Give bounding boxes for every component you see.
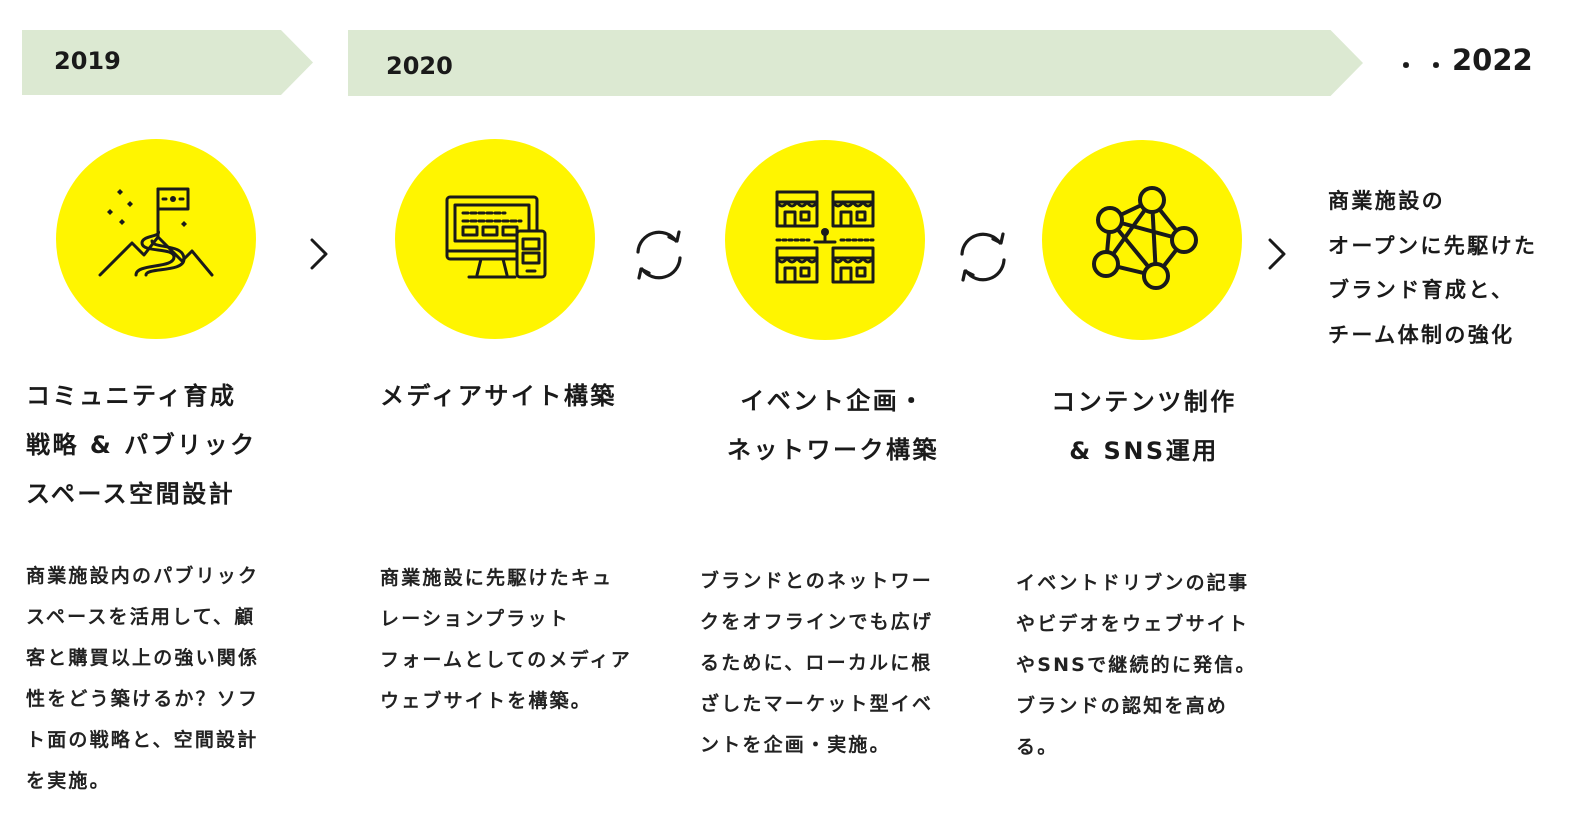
year-label-2019: 2019 bbox=[54, 47, 121, 75]
goal-line: チーム体制の強化 bbox=[1328, 322, 1515, 347]
step-circle-event bbox=[725, 140, 925, 340]
step-description-event: ブランドとのネットワー クをオフラインでも広げ るために、ローカルに根 ざしたマ… bbox=[700, 561, 933, 766]
year-label-2022: 2022 bbox=[1452, 43, 1533, 77]
desc-line: クをオフラインでも広げ bbox=[700, 611, 934, 633]
desc-line: ト面の戦略と、空間設計 bbox=[26, 729, 259, 751]
timeline-banner-2019 bbox=[22, 30, 313, 95]
step-circle-community bbox=[56, 139, 256, 339]
cycle-arrows-icon bbox=[960, 232, 1006, 282]
desc-line: 商業施設に先駆けたキュ bbox=[380, 567, 614, 589]
desc-line: るために、ローカルに根 bbox=[700, 652, 933, 674]
step-description-community: 商業施設内のパブリック スペースを活用して、顧 客と購買以上の強い関係 性をどう… bbox=[26, 556, 259, 802]
step-title-content: コンテンツ制作 & SNS運用 bbox=[1020, 378, 1268, 476]
desc-line: る。 bbox=[1016, 736, 1059, 758]
desc-line: ントを企画・実施。 bbox=[700, 734, 891, 756]
desc-line: ざしたマーケット型イベ bbox=[700, 693, 934, 715]
title-line: イベント企画・ bbox=[740, 387, 926, 415]
step-circle-media bbox=[395, 139, 595, 339]
market-stores-icon bbox=[775, 190, 875, 284]
desc-line: 商業施設内のパブリック bbox=[26, 565, 260, 587]
title-line: 戦略 & パブリック bbox=[26, 431, 257, 459]
step-description-content: イベントドリブンの記事 やビデオをウェブサイト やSNSで継続的に発信。 ブラン… bbox=[1016, 563, 1257, 768]
goal-line: 商業施設の bbox=[1328, 189, 1445, 213]
desc-line: イベントドリブンの記事 bbox=[1016, 572, 1250, 594]
mountain-flag-icon bbox=[98, 187, 214, 277]
title-line: ネットワーク構築 bbox=[727, 436, 939, 464]
desc-line: レーションプラット bbox=[380, 608, 570, 630]
chevron-right-icon bbox=[1268, 238, 1286, 270]
desc-line: やSNSで継続的に発信。 bbox=[1016, 654, 1257, 676]
year-label-2020: 2020 bbox=[386, 52, 453, 80]
desc-line: フォームとしてのメディア bbox=[380, 649, 632, 671]
title-line: スペース空間設計 bbox=[26, 480, 236, 508]
title-line: メディアサイト構築 bbox=[380, 382, 617, 410]
desc-line: を実施。 bbox=[26, 770, 111, 792]
step-title-media: メディアサイト構築 bbox=[380, 372, 617, 421]
desc-line: 性をどう築けるか？ソフ bbox=[26, 688, 260, 710]
chevron-right-icon bbox=[310, 238, 328, 270]
title-line: コンテンツ制作 bbox=[1051, 388, 1237, 416]
title-line: コミュニティ育成 bbox=[26, 382, 237, 410]
title-line: & SNS運用 bbox=[1069, 437, 1219, 465]
step-title-community: コミュニティ育成 戦略 & パブリック スペース空間設計 bbox=[26, 372, 257, 519]
goal-line: オープンに先駆けた bbox=[1328, 233, 1538, 258]
timeline-ellipsis: ・・ bbox=[1394, 52, 1454, 80]
desc-line: ウェブサイトを構築。 bbox=[380, 690, 593, 712]
desc-line: ブランドの認知を高め bbox=[1016, 695, 1229, 717]
desc-line: 客と購買以上の強い関係 bbox=[26, 647, 260, 669]
network-nodes-icon bbox=[1092, 186, 1198, 290]
desc-line: やビデオをウェブサイト bbox=[1016, 613, 1250, 635]
cycle-arrows-icon bbox=[636, 230, 682, 280]
website-devices-icon bbox=[445, 195, 547, 279]
step-circle-content bbox=[1042, 140, 1242, 340]
desc-line: ブランドとのネットワー bbox=[700, 570, 934, 592]
timeline-banner-2020 bbox=[348, 30, 1363, 96]
step-title-event: イベント企画・ ネットワーク構築 bbox=[700, 377, 966, 475]
goal-line: ブランド育成と、 bbox=[1328, 278, 1515, 302]
step-description-media: 商業施設に先駆けたキュ レーションプラット フォームとしてのメディア ウェブサイ… bbox=[380, 558, 632, 722]
goal-text: 商業施設の オープンに先駆けた ブランド育成と、 チーム体制の強化 bbox=[1328, 179, 1537, 357]
desc-line: スペースを活用して、顧 bbox=[26, 606, 256, 628]
